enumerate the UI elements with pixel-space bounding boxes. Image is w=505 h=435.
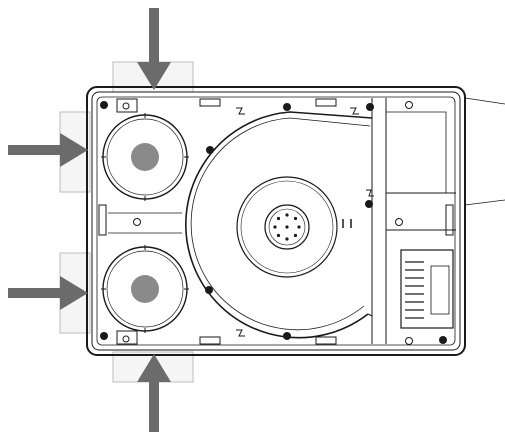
arrow-icon — [8, 133, 88, 167]
screw-holes-open — [122, 101, 413, 345]
housing-inner-wall-2 — [96, 96, 456, 346]
fan-scroll-housing — [185, 111, 373, 339]
arrow-icon — [137, 354, 171, 432]
electronics-board-icon — [400, 249, 454, 329]
arrow-icon — [137, 8, 171, 90]
board-outline — [400, 249, 454, 329]
housing — [86, 86, 466, 356]
scroll-outlet-edge — [367, 313, 373, 317]
upper-left-port — [101, 113, 189, 201]
partitions — [371, 98, 456, 344]
housing-inner-wall-1 — [91, 91, 461, 351]
scroll-inner — [190, 117, 371, 331]
impeller-inner-ring — [240, 180, 334, 274]
airflow-arrows — [8, 8, 171, 432]
port-separator — [108, 212, 182, 234]
housing-outer-wall — [86, 86, 466, 356]
scroll-outer — [185, 111, 373, 339]
fan-impeller — [236, 176, 352, 278]
lower-left-port — [101, 245, 189, 333]
upper-port-center — [131, 143, 159, 171]
impeller-outer-ring — [236, 176, 338, 278]
duct-collars — [59, 61, 194, 383]
hub-holes — [273, 213, 301, 241]
right-connection-lines — [464, 97, 505, 206]
arrow-icon — [8, 276, 88, 310]
clip-tabs — [98, 98, 454, 345]
right-upper-box — [386, 111, 447, 193]
board-connector — [430, 265, 450, 315]
screw-bosses — [100, 101, 447, 344]
lower-port-center — [131, 275, 159, 303]
